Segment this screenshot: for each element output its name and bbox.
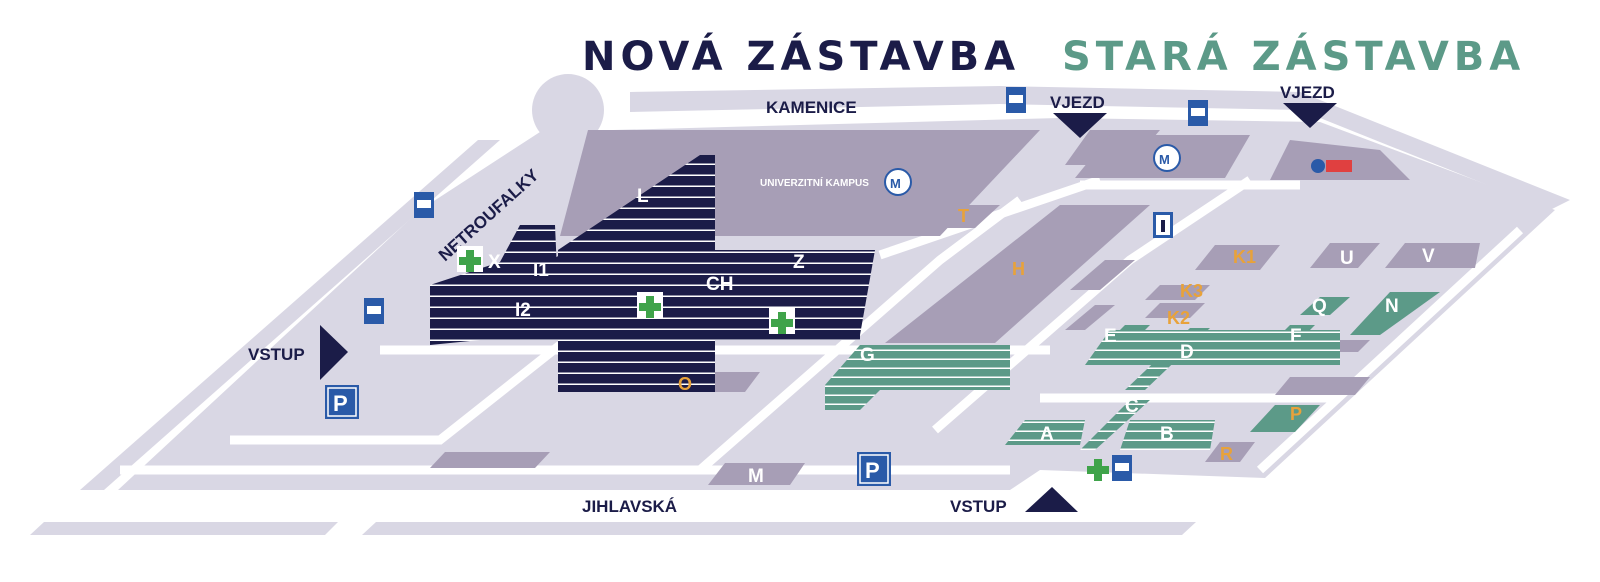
label-vstup-bottom: VSTUP	[950, 497, 1007, 516]
building-V: V	[1422, 246, 1435, 267]
building-F: F	[1290, 326, 1302, 347]
building-B: B	[1160, 424, 1174, 445]
building-Q: Q	[1312, 296, 1327, 317]
old-buildings	[825, 292, 1440, 450]
building-K3: K3	[1180, 281, 1203, 301]
pharmacy-cross-icon	[1087, 459, 1109, 481]
entrance-arrow-icon	[1283, 103, 1337, 128]
building-Z: Z	[793, 252, 805, 273]
pharmacy-cross-icon	[457, 246, 483, 272]
parking-icon: P	[857, 452, 891, 486]
parking-icon: P	[325, 385, 359, 419]
building-L: L	[637, 186, 649, 207]
svg-text:M: M	[890, 176, 901, 191]
building-N: N	[1385, 296, 1399, 317]
building-U: U	[1340, 248, 1354, 269]
svg-text:P: P	[333, 391, 348, 416]
building-D: D	[1180, 342, 1194, 363]
building-R: R	[1220, 444, 1233, 464]
building-G: G	[860, 345, 875, 366]
ambulance-logo-icon	[1311, 159, 1352, 173]
university-logo-icon: M	[1153, 144, 1181, 172]
entrance-arrow-icon	[1025, 487, 1078, 512]
bus-stop-icon	[364, 298, 384, 324]
building-X: X	[488, 252, 501, 273]
campus-label: UNIVERZITNÍ KAMPUS	[760, 176, 869, 189]
entrance-arrow-icon	[1053, 113, 1107, 138]
university-logo-icon: M	[884, 168, 912, 196]
building-M: M	[748, 466, 764, 487]
bus-stop-icon	[1188, 100, 1208, 126]
title-new-buildings: NOVÁ ZÁSTAVBA	[582, 32, 1020, 80]
street-jihlavska: JIHLAVSKÁ	[582, 497, 677, 516]
svg-text:P: P	[865, 458, 880, 483]
bus-stop-icon	[414, 192, 434, 218]
building-E: E	[1104, 326, 1117, 347]
bus-stop-icon	[1006, 87, 1026, 113]
label-vstup-left: VSTUP	[248, 345, 305, 364]
building-O: O	[678, 374, 692, 394]
building-H: H	[1012, 259, 1025, 279]
svg-text:M: M	[1159, 152, 1170, 167]
label-vjezd-1: VJEZD	[1050, 93, 1105, 112]
building-K1: K1	[1233, 247, 1256, 267]
street-kamenice: KAMENICE	[766, 98, 857, 117]
building-I1: I1	[533, 260, 549, 281]
building-K2: K2	[1167, 308, 1190, 328]
building-I2: I2	[515, 300, 531, 321]
building-A: A	[1040, 424, 1054, 445]
title-old-buildings: STARÁ ZÁSTAVBA	[1062, 32, 1525, 80]
bus-stop-icon	[1112, 455, 1132, 481]
building-P: P	[1290, 404, 1302, 424]
label-vjezd-2: VJEZD	[1280, 83, 1335, 102]
building-CH: CH	[706, 274, 733, 295]
building-T: T	[958, 206, 969, 226]
entrance-arrow-icon	[320, 325, 348, 380]
pharmacy-cross-icon	[769, 308, 795, 334]
new-buildings	[430, 155, 875, 392]
pharmacy-cross-icon	[637, 292, 663, 318]
info-icon	[1153, 212, 1173, 238]
building-C: C	[1125, 396, 1139, 417]
